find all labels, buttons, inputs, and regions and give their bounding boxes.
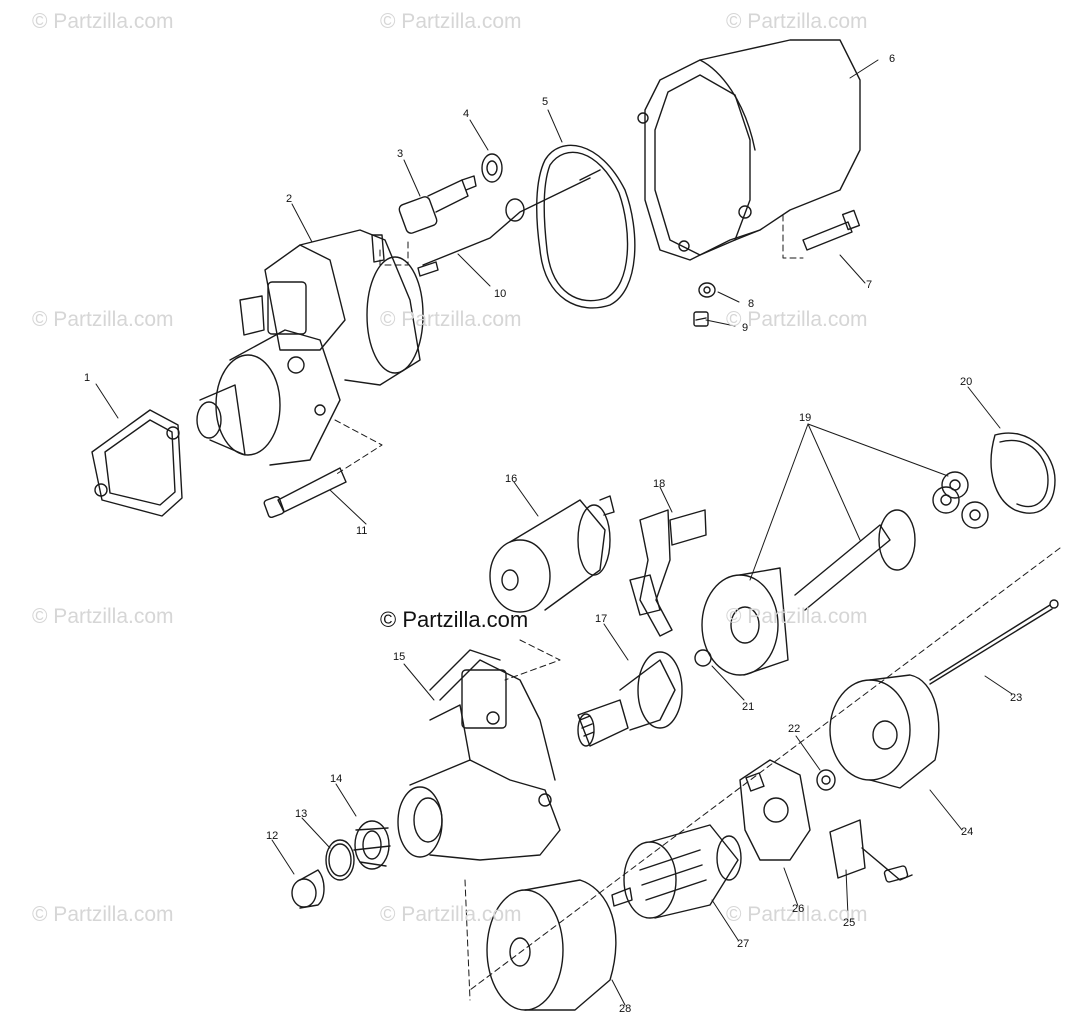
snap-ring-13 — [325, 839, 355, 881]
callout-20[interactable]: 20 — [960, 376, 973, 388]
through-bolt-7 — [802, 209, 861, 251]
pinion-gear-14 — [353, 820, 391, 870]
callout-26[interactable]: 26 — [792, 903, 805, 915]
screw-9 — [693, 311, 709, 327]
watermark: © Partzilla.com — [726, 605, 868, 628]
solenoid-16 — [489, 495, 615, 613]
watermark: © Partzilla.com — [726, 10, 868, 33]
yoke-28 — [486, 879, 617, 1011]
callout-5[interactable]: 5 — [542, 96, 549, 108]
callout-1[interactable]: 1 — [84, 372, 91, 384]
watermark: © Partzilla.com — [380, 903, 522, 926]
watermark: © Partzilla.com — [32, 605, 174, 628]
watermark: © Partzilla.com — [726, 903, 868, 926]
callout-14[interactable]: 14 — [330, 773, 343, 785]
ring-20 — [990, 432, 1056, 514]
watermark: © Partzilla.com — [32, 10, 174, 33]
starter-motor-assembly-2 — [196, 229, 424, 466]
housing-cover-6 — [637, 39, 861, 261]
callout-21[interactable]: 21 — [742, 701, 755, 713]
callout-19[interactable]: 19 — [799, 412, 812, 424]
bushing-22 — [816, 769, 836, 791]
alignment-guides — [334, 214, 1061, 1001]
armature-27 — [611, 824, 742, 919]
lever-18 — [629, 509, 707, 637]
callout-18[interactable]: 18 — [653, 478, 666, 490]
brush-holder-26 — [739, 759, 811, 861]
callout-23[interactable]: 23 — [1010, 692, 1023, 704]
ball-21 — [694, 649, 712, 667]
watermark: © Partzilla.com — [726, 308, 868, 331]
callout-9[interactable]: 9 — [742, 322, 749, 334]
callout-4[interactable]: 4 — [463, 108, 470, 120]
callout-3[interactable]: 3 — [397, 148, 404, 160]
bolt-11 — [263, 467, 347, 519]
cap-12 — [291, 869, 325, 909]
watermark: © Partzilla.com — [380, 10, 522, 33]
sleeve-3 — [398, 175, 477, 234]
planetary-gears-19 — [701, 471, 989, 676]
leader-lines — [95, 59, 1013, 1006]
through-bolt-23 — [929, 599, 1059, 685]
callout-27[interactable]: 27 — [737, 938, 750, 950]
clutch-17 — [577, 651, 683, 747]
callout-13[interactable]: 13 — [295, 808, 308, 820]
watermark: © Partzilla.com — [32, 308, 174, 331]
callout-8[interactable]: 8 — [748, 298, 755, 310]
callout-10[interactable]: 10 — [494, 288, 507, 300]
callout-17[interactable]: 17 — [595, 613, 608, 625]
callout-12[interactable]: 12 — [266, 830, 279, 842]
callout-2[interactable]: 2 — [286, 193, 293, 205]
grommet-4 — [481, 153, 503, 183]
callout-6[interactable]: 6 — [889, 53, 896, 65]
callout-11[interactable]: 11 — [356, 525, 368, 537]
callout-16[interactable]: 16 — [505, 473, 518, 485]
brand-label: © Partzilla.com — [380, 607, 529, 632]
gasket-1 — [91, 409, 183, 517]
brush-25 — [829, 819, 913, 883]
callout-28[interactable]: 28 — [619, 1003, 632, 1015]
washer-8 — [698, 282, 716, 298]
callout-22[interactable]: 22 — [788, 723, 801, 735]
terminal-lead-10 — [417, 169, 601, 277]
watermark: © Partzilla.com — [380, 308, 522, 331]
callout-24[interactable]: 24 — [961, 826, 974, 838]
callout-25[interactable]: 25 — [843, 917, 856, 929]
end-frame-24 — [829, 674, 940, 789]
callout-15[interactable]: 15 — [393, 651, 406, 663]
o-ring-5 — [536, 144, 636, 309]
callout-7[interactable]: 7 — [866, 279, 873, 291]
front-housing-15 — [397, 649, 561, 861]
watermark: © Partzilla.com — [32, 903, 174, 926]
